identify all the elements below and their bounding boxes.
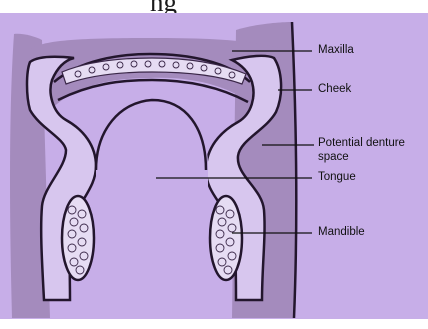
cheek-label: Cheek <box>318 83 351 96</box>
tongue-label: Tongue <box>318 171 356 184</box>
mandible-label: Mandible <box>318 226 365 239</box>
mandible-right <box>210 196 242 280</box>
denture-space-label-line1: Potential denture <box>318 137 405 150</box>
maxilla-label: Maxilla <box>318 44 354 57</box>
denture-space-label-line2: space <box>318 151 349 164</box>
mandible-left <box>62 196 94 280</box>
tongue-shape <box>96 96 208 318</box>
